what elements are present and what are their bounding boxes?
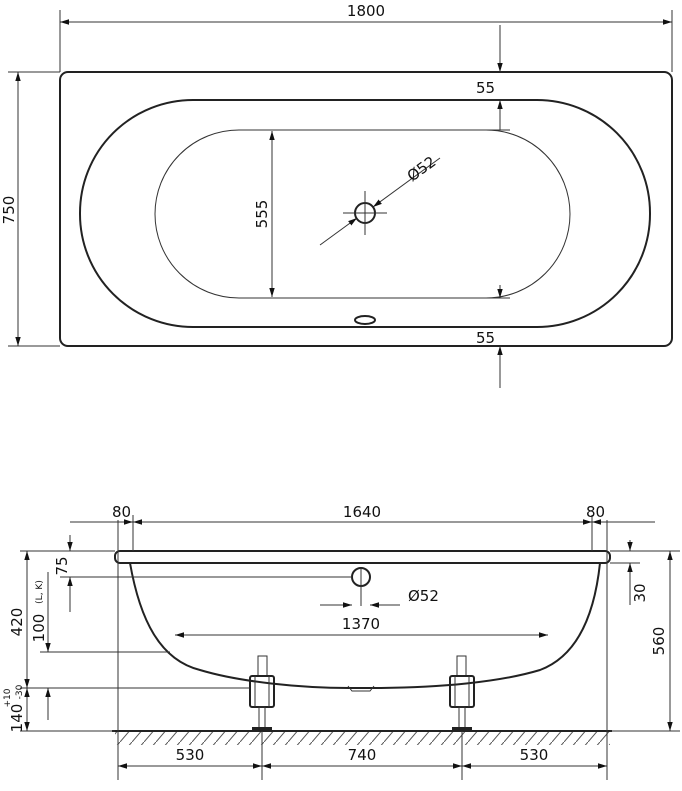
dim-bottom-length: 1370 — [342, 615, 380, 633]
dim-depth: 750 — [0, 196, 18, 225]
dim-rim-left: 80 — [112, 503, 131, 521]
dim-inner-width: 555 — [253, 200, 271, 229]
dim-frame-height: 100 — [30, 614, 48, 643]
tub-rim — [114, 550, 611, 564]
overflow — [354, 315, 376, 325]
dim-frame-note: (L, K) — [35, 580, 45, 604]
top-view: 1800 750 555 Ø52 55 55 — [0, 2, 673, 388]
dim-foot-tol-minus: -30 — [15, 684, 25, 699]
foot-left — [249, 655, 275, 731]
dim-foot-right: 530 — [520, 746, 549, 764]
dim-overflow-offset: 75 — [53, 556, 71, 575]
basin-floor — [154, 129, 571, 299]
dim-inner-length: 1640 — [343, 503, 381, 521]
dim-bath-height: 420 — [8, 608, 26, 637]
dim-foot-height: 140 — [8, 704, 26, 733]
foot-right — [449, 655, 475, 731]
dim-rim-thickness: 30 — [631, 583, 649, 602]
basin-outline — [79, 99, 651, 328]
dim-overflow-diameter: Ø52 — [408, 587, 439, 605]
dim-foot-tol-plus: +10 — [3, 688, 13, 707]
dim-total-height: 560 — [650, 627, 668, 656]
dim-rim-right: 80 — [586, 503, 605, 521]
dim-width: 1800 — [347, 2, 385, 20]
floor-hatch — [115, 731, 610, 745]
dim-rim-bottom: 55 — [476, 329, 495, 347]
dim-foot-span: 740 — [348, 746, 377, 764]
side-view: 80 1640 80 Ø52 1370 530 — [3, 503, 680, 780]
dim-foot-left: 530 — [176, 746, 205, 764]
dim-rim-top: 55 — [476, 79, 495, 97]
tub-body — [129, 562, 601, 689]
tub-outline — [59, 71, 673, 347]
